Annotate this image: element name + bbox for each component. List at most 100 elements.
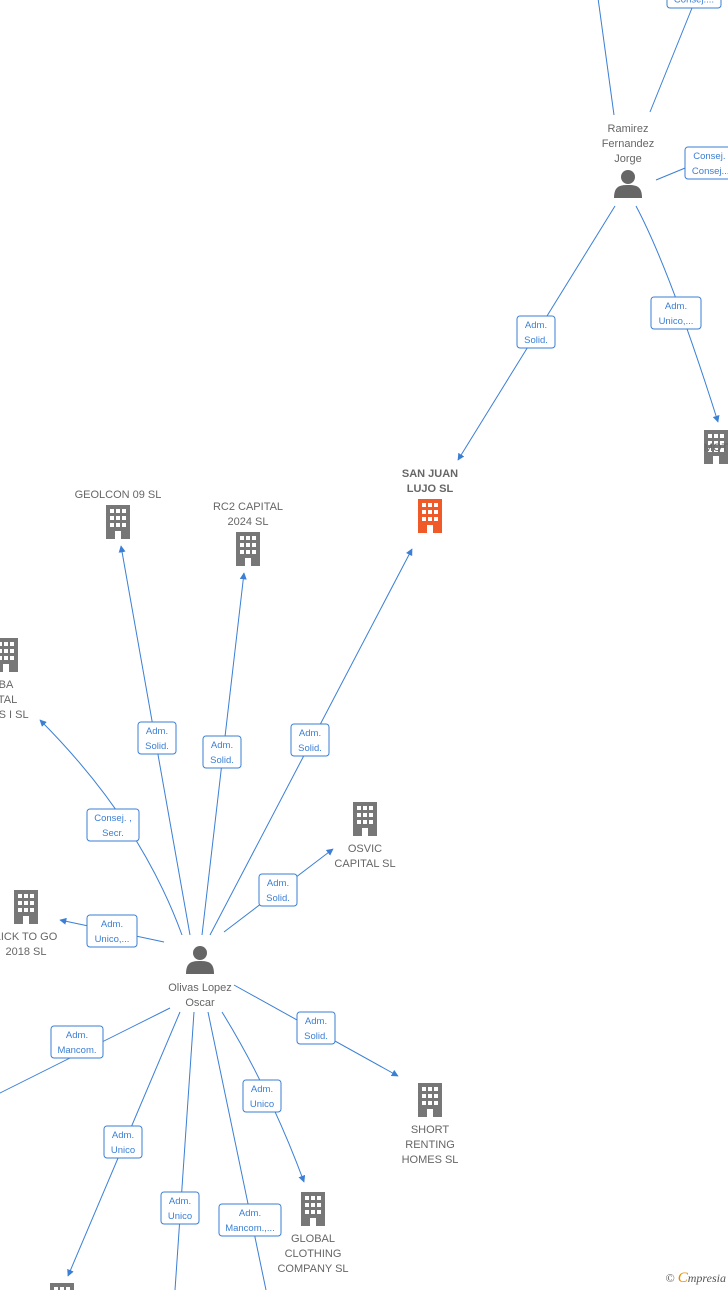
badge-box (684, 146, 728, 180)
badge-label: Adm. (101, 919, 123, 930)
building-icon (418, 1083, 442, 1117)
copyright-symbol: © (665, 1271, 675, 1285)
badge-label: Unico,... (659, 316, 694, 327)
node-label: Oscar (185, 997, 215, 1009)
badge-label: Unico (111, 1145, 135, 1156)
relationship-edge (635, 205, 720, 423)
badge-label: Consej.... (692, 166, 728, 177)
badge-box (666, 0, 722, 9)
badge-label: Consej.... (674, 0, 714, 6)
person-icon (614, 170, 642, 198)
company-node-osvic[interactable]: OSVIC CAPITAL SL (334, 802, 396, 870)
badge-label: Adm. (525, 320, 547, 331)
badge-label: Consej. , (693, 151, 728, 162)
badge-box (50, 1025, 104, 1059)
badge-box (86, 808, 140, 842)
brand-logo-initial: C (677, 1270, 688, 1286)
node-label: BA (0, 679, 14, 691)
company-node-bottomleft[interactable] (50, 1283, 74, 1290)
badge-label: Solid. (145, 741, 169, 752)
company-node-rc2[interactable]: RC2 CAPITAL 2024 SL (213, 501, 283, 566)
role-badge-consej-right[interactable]: Consej. , Consej.... (684, 146, 728, 180)
badge-label: Mancom. (57, 1045, 96, 1056)
node-label: RC2 CAPITAL (213, 501, 283, 513)
badge-box (202, 735, 242, 769)
node-label: SAN JUAN (402, 468, 458, 480)
badge-box (103, 1125, 143, 1159)
role-badge-olivas-rc2[interactable]: Adm. Solid. (202, 735, 242, 769)
node-label: Fernandez (602, 138, 655, 150)
building-icon (0, 638, 18, 672)
badge-label: Unico (250, 1099, 274, 1110)
badge-label: Solid. (304, 1031, 328, 1042)
relationship-edge (649, 7, 693, 113)
role-badge-olivas-ba[interactable]: Consej. , Secr. (86, 808, 140, 842)
role-badge-olivas-bottom2[interactable]: Adm.Mancom.,... (218, 1203, 282, 1237)
role-badge-olivas-sanjuan[interactable]: Adm.Solid. (290, 723, 330, 757)
node-label: 2024 SL (228, 516, 269, 528)
role-badge-olivas-bottom[interactable]: Adm.Unico (160, 1191, 200, 1225)
badge-box (296, 1011, 336, 1045)
badge-label: Adm. (665, 301, 687, 312)
node-label: MOT (704, 442, 728, 454)
badge-label: Secr. (102, 828, 124, 839)
role-badge-olivas-geolcon[interactable]: Adm. Solid. (137, 721, 177, 755)
relationship-edge (207, 1011, 267, 1290)
badge-label: Adm. (251, 1084, 273, 1095)
relationship-edge (655, 165, 691, 181)
company-node-ba[interactable]: BAITALERS I SL (0, 638, 29, 721)
node-label: CAPITAL SL (334, 858, 395, 870)
badge-label: Consej. , (94, 813, 132, 824)
badge-label: Adm. (305, 1016, 327, 1027)
role-badge-olivas-left[interactable]: Adm.Mancom. (50, 1025, 104, 1059)
node-label: RENTING (405, 1139, 455, 1151)
building-icon (14, 890, 38, 924)
node-label: Jorge (614, 153, 642, 165)
role-badge-olivas-global[interactable]: Adm. Unico (242, 1079, 282, 1113)
badge-label: Solid. (210, 755, 234, 766)
building-icon (106, 505, 130, 539)
badge-box (160, 1191, 200, 1225)
badge-label: Unico (168, 1211, 192, 1222)
badge-label: Adm. (211, 740, 233, 751)
role-badge-ramirez-sanjuan[interactable]: Adm. Solid. (516, 315, 556, 349)
role-badge-top[interactable]: Consej.... (666, 0, 722, 9)
relationship-edge (597, 0, 615, 116)
role-badge-olivas-bottomleft[interactable]: Adm.Unico (103, 1125, 143, 1159)
badge-label: Adm. (267, 878, 289, 889)
badge-label: Mancom.,... (225, 1223, 275, 1234)
building-icon (236, 532, 260, 566)
role-badge-olivas-osvic[interactable]: Adm. Solid. (258, 873, 298, 907)
company-node-mot[interactable]: MOT (704, 430, 728, 464)
building-icon (301, 1192, 325, 1226)
company-node-geolcon[interactable]: GEOLCON 09 SL (75, 489, 162, 539)
badge-label: Adm. (146, 726, 168, 737)
badge-label: Unico,... (95, 934, 130, 945)
empresia-watermark: © Cmpresia (666, 1270, 726, 1287)
badge-label: Solid. (524, 335, 548, 346)
badge-box (218, 1203, 282, 1237)
role-badge-ramirez-mot[interactable]: Adm. Unico,... (650, 296, 702, 330)
node-label: Olivas Lopez (168, 982, 232, 994)
node-label: Ramirez (608, 123, 649, 135)
badge-box (516, 315, 556, 349)
node-label: OSVIC (348, 843, 382, 855)
building-icon (50, 1283, 74, 1290)
building-icon (418, 499, 442, 533)
node-label: ERS I SL (0, 709, 29, 721)
badge-box (258, 873, 298, 907)
badge-label: Solid. (266, 893, 290, 904)
badge-box (137, 721, 177, 755)
node-label: GLOBAL (291, 1233, 335, 1245)
role-badge-olivas-short[interactable]: Adm. Solid. (296, 1011, 336, 1045)
role-badge-olivas-clicktogo[interactable]: Adm. Unico,... (86, 914, 138, 948)
